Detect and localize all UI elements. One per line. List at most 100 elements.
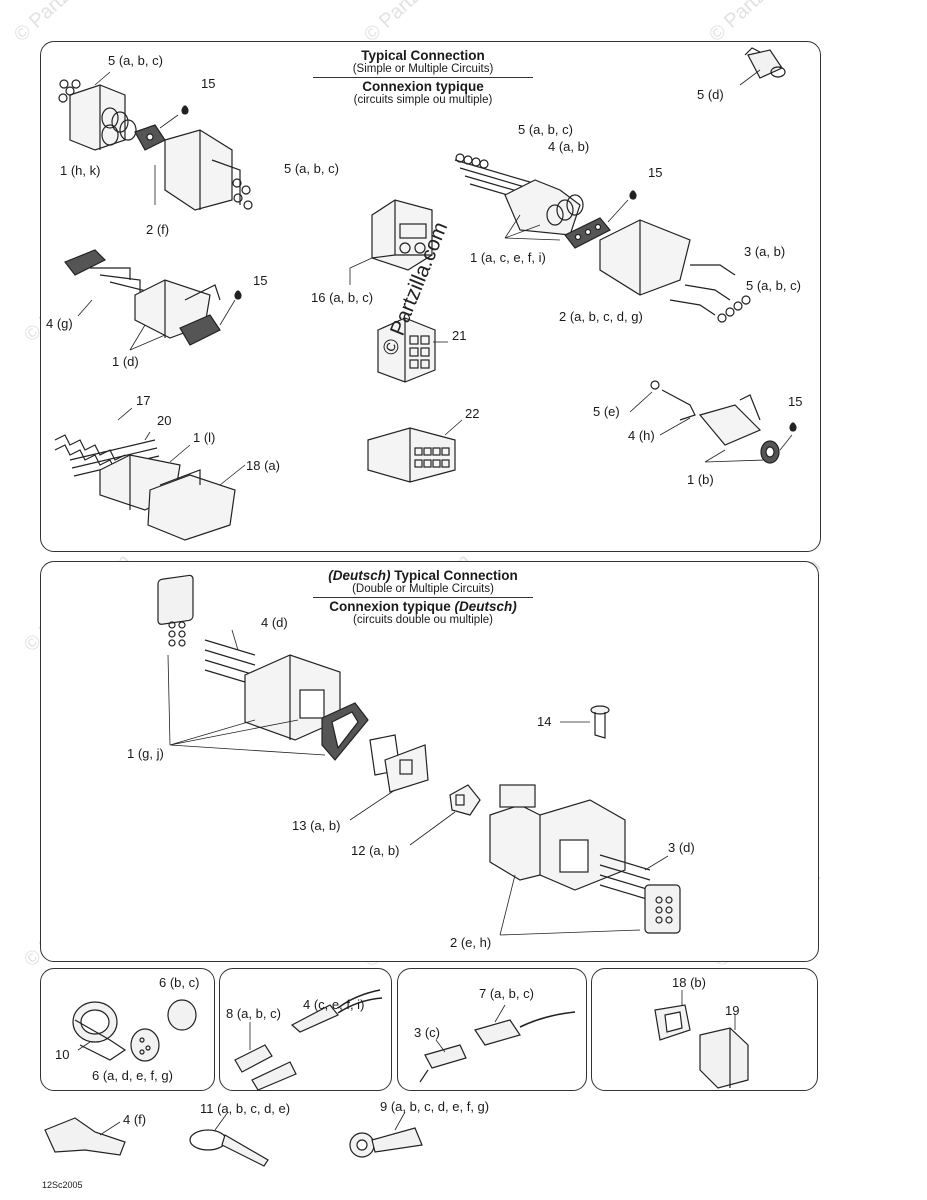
connector-1hk-icon: [58, 79, 137, 151]
terminals-4ab-icon: [454, 153, 553, 209]
callout: 1 (b): [687, 472, 714, 487]
cable-tie-11-icon: [189, 1129, 269, 1167]
callout: 5 (a, b, c): [284, 161, 339, 176]
callout: 1 (h, k): [60, 163, 101, 178]
seal-icon: [179, 314, 221, 346]
deutsch-title-fr-text: Connexion typique: [329, 599, 451, 614]
callout: 15: [253, 273, 268, 288]
clip-18b-icon: [654, 1004, 691, 1041]
connector-19-icon: [699, 1027, 749, 1089]
grease-drop-icon: [789, 422, 797, 432]
plug-6bc-icon: [167, 999, 197, 1031]
connector-21-icon: [377, 317, 436, 383]
top-title-en: Typical Connection: [361, 48, 485, 63]
deutsch-title-en-text: Typical Connection: [394, 568, 518, 583]
callout: 1 (a, c, e, f, i): [470, 250, 546, 265]
callout: 2 (e, h): [450, 935, 492, 950]
connector-2eh-icon: [489, 784, 626, 891]
callout: 10: [55, 1047, 70, 1062]
connector-16abc-icon: [371, 199, 433, 271]
callout: 19: [725, 1003, 740, 1018]
cap-10-icon: [72, 1001, 127, 1061]
seal-icon: [64, 249, 107, 276]
callout: 17: [136, 393, 151, 408]
deutsch-title-fr: Connexion typique (Deutsch): [313, 599, 533, 614]
seal-plug-icon: [157, 574, 194, 647]
callout: 9 (a, b, c, d, e, f, g): [380, 1099, 490, 1114]
top-title-fr-sub: (circuits simple ou multiple): [353, 94, 493, 106]
callout: 18 (b): [672, 975, 706, 990]
callout: 20: [157, 413, 172, 428]
deutsch-title-block: (Deutsch) Typical Connection (Double or …: [313, 568, 533, 627]
callout: 1 (g, j): [127, 746, 164, 761]
callout: 11 (a, b, c, d, e): [200, 1101, 291, 1116]
plug-6adefg-icon: [130, 1028, 160, 1062]
callout: 1 (l): [193, 430, 216, 445]
terminal-3c-icon: [419, 1044, 467, 1083]
deutsch-italic: (Deutsch): [328, 568, 391, 583]
callout: 4 (g): [46, 316, 73, 331]
callout: 1 (d): [112, 354, 139, 369]
seal-icon: [134, 124, 166, 151]
pin-14-icon: [590, 705, 610, 739]
callout: 6 (b, c): [159, 975, 200, 990]
callout: 15: [201, 76, 216, 91]
terminal-4cefi-icon: [290, 989, 383, 1033]
callout: 5 (e): [593, 404, 620, 419]
connector-18a-icon: [147, 469, 236, 541]
connector-5d-icon: [744, 47, 786, 79]
deutsch-title-en: (Deutsch) Typical Connection: [313, 568, 533, 583]
callout: 4 (f): [123, 1112, 147, 1127]
callout: 16 (a, b, c): [311, 290, 374, 305]
callout: 21: [452, 328, 467, 343]
seal-icon: [321, 702, 369, 761]
terminals-3d-icon: [599, 854, 651, 901]
callout: 4 (a, b): [548, 139, 590, 154]
callout: 4 (d): [261, 615, 288, 630]
seal-icon: [564, 217, 611, 249]
footer-code: 12Sc2005: [42, 1180, 83, 1190]
callout: 5 (a, b, c): [518, 122, 573, 137]
top-title-fr: Connexion typique: [362, 79, 484, 94]
callout: 2 (f): [146, 222, 170, 237]
callout: 5 (d): [697, 87, 724, 102]
connector-1acefi-icon: [504, 179, 584, 236]
terminals-4d-icon: [204, 639, 256, 686]
connector-1b-icon: [650, 380, 780, 464]
callout: 12 (a, b): [351, 843, 400, 858]
terminals-4g-icon: [90, 267, 151, 293]
deutsch-title-en-sub: (Double or Multiple Circuits): [352, 583, 494, 595]
callout: 13 (a, b): [292, 818, 341, 833]
callout: 15: [648, 165, 663, 180]
top-title-block: Typical Connection (Simple or Multiple C…: [313, 48, 533, 107]
connector-22-icon: [367, 427, 456, 483]
callout: 7 (a, b, c): [479, 986, 534, 1001]
wedge-lock-12-icon: [449, 784, 481, 816]
callout: 14: [537, 714, 552, 729]
connector-2f-icon: [164, 129, 253, 211]
terminal-4f-icon: [44, 1117, 126, 1156]
callout: 2 (a, b, c, d, g): [559, 309, 643, 324]
grease-drop-icon: [181, 105, 189, 115]
ring-terminal-9-icon: [349, 1127, 423, 1158]
splice-8abc-icon: [234, 1044, 297, 1091]
wedge-lock-13-icon: [369, 734, 429, 793]
callout: 5 (a, b, c): [746, 278, 801, 293]
callout: 8 (a, b, c): [226, 1006, 281, 1021]
callout: 4 (h): [628, 428, 655, 443]
deutsch-title-fr-sub: (circuits double ou multiple): [353, 614, 493, 626]
callout: 4 (c, e, f, i): [303, 997, 365, 1012]
callout: 22: [465, 406, 480, 421]
callout: 5 (a, b, c): [108, 53, 163, 68]
callout: 3 (d): [668, 840, 695, 855]
callout: 3 (a, b): [744, 244, 786, 259]
top-title-en-sub: (Simple or Multiple Circuits): [352, 63, 494, 75]
grease-drop-icon: [629, 190, 637, 200]
deutsch-italic-fr: (Deutsch): [454, 599, 517, 614]
callout: 15: [788, 394, 803, 409]
callout: 6 (a, d, e, f, g): [92, 1068, 173, 1083]
callout: 3 (c): [414, 1025, 440, 1040]
connector-2abcdg-icon: [599, 219, 751, 323]
callout: 18 (a): [246, 458, 280, 473]
